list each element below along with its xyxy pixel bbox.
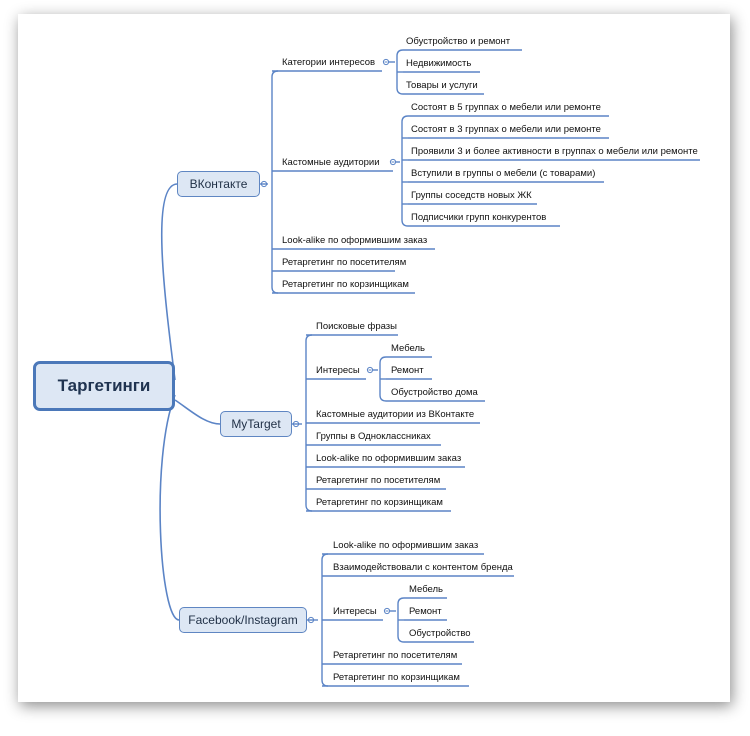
topic-vk-custom-3[interactable]: Проявили 3 и более активности в группах … bbox=[411, 146, 698, 157]
topic-mt-interest-3[interactable]: Обустройство дома bbox=[391, 387, 478, 398]
topic-fb-retarget-visitors[interactable]: Ретаргетинг по посетителям bbox=[333, 650, 458, 661]
topic-fb-interest-2[interactable]: Ремонт bbox=[409, 606, 442, 617]
topic-vk-retarget-visitors[interactable]: Ретаргетинг по посетителям bbox=[282, 257, 407, 268]
topic-fb-engaged[interactable]: Взаимодействовали с контентом бренда bbox=[333, 562, 513, 573]
topic-mt-interest-2[interactable]: Ремонт bbox=[391, 365, 424, 376]
topic-mt-custom-vk[interactable]: Кастомные аудитории из ВКонтакте bbox=[316, 409, 475, 420]
topic-vk-categories[interactable]: Категории интересов bbox=[282, 57, 376, 68]
branch-vkontakte[interactable]: ВКонтакте bbox=[177, 171, 260, 197]
topic-vk-retarget-carts[interactable]: Ретаргетинг по корзинщикам bbox=[282, 279, 409, 290]
topic-fb-retarget-carts[interactable]: Ретаргетинг по корзинщикам bbox=[333, 672, 460, 683]
topic-mt-ok-groups[interactable]: Группы в Одноклассниках bbox=[316, 431, 431, 442]
topic-vk-custom-6[interactable]: Подписчики групп конкурентов bbox=[411, 212, 547, 223]
branch-facebook-instagram[interactable]: Facebook/Instagram bbox=[179, 607, 307, 633]
topic-vk-category-2[interactable]: Недвижимость bbox=[406, 58, 472, 69]
topic-fb-lookalike[interactable]: Look-alike по оформившим заказ bbox=[333, 540, 479, 551]
topic-vk-category-3[interactable]: Товары и услуги bbox=[406, 80, 478, 91]
topic-mt-search[interactable]: Поисковые фразы bbox=[316, 321, 397, 332]
topic-mt-retarget-carts[interactable]: Ретаргетинг по корзинщикам bbox=[316, 497, 443, 508]
topic-vk-custom-2[interactable]: Состоят в 3 группах о мебели или ремонте bbox=[411, 124, 601, 135]
topic-fb-interest-3[interactable]: Обустройство bbox=[409, 628, 471, 639]
branch-mytarget[interactable]: MyTarget bbox=[220, 411, 292, 437]
topic-vk-category-1[interactable]: Обустройство и ремонт bbox=[406, 36, 511, 47]
topic-mt-interests[interactable]: Интересы bbox=[316, 365, 360, 376]
root-node[interactable]: Таргетинги bbox=[33, 361, 175, 411]
topic-fb-interests[interactable]: Интересы bbox=[333, 606, 377, 617]
topic-vk-custom-1[interactable]: Состоят в 5 группах о мебели или ремонте bbox=[411, 102, 601, 113]
topic-vk-custom[interactable]: Кастомные аудитории bbox=[282, 157, 380, 168]
topic-mt-retarget-visitors[interactable]: Ретаргетинг по посетителям bbox=[316, 475, 441, 486]
topic-mt-lookalike[interactable]: Look-alike по оформившим заказ bbox=[316, 453, 462, 464]
topic-fb-interest-1[interactable]: Мебель bbox=[409, 584, 443, 595]
topic-vk-custom-4[interactable]: Вступили в группы о мебели (с товарами) bbox=[411, 168, 596, 179]
topic-mt-interest-1[interactable]: Мебель bbox=[391, 343, 425, 354]
topic-vk-custom-5[interactable]: Группы соседств новых ЖК bbox=[411, 190, 532, 201]
mindmap-sheet bbox=[18, 14, 730, 702]
topic-vk-lookalike[interactable]: Look-alike по оформившим заказ bbox=[282, 235, 428, 246]
